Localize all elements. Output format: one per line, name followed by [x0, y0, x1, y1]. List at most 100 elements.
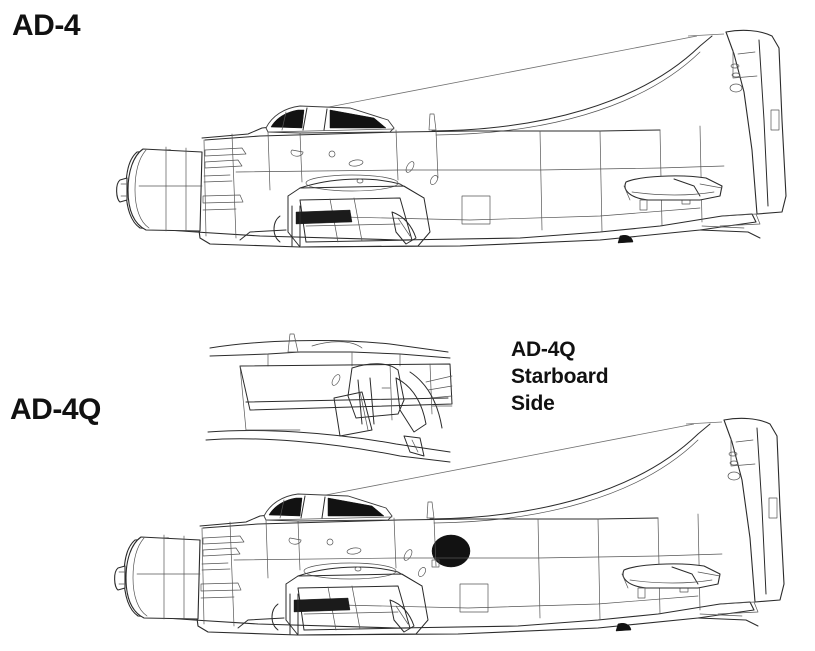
panel-line-c	[267, 131, 271, 191]
canopy-glazing-rear-q	[327, 497, 385, 517]
fin-light-q	[727, 471, 741, 481]
inset-panel-line-2	[389, 363, 393, 421]
main-gear-leg	[291, 205, 301, 247]
variant-label-ad4: AD-4	[12, 9, 81, 42]
variant-label-ad4q: AD-4Q	[10, 393, 101, 426]
cowling-lip	[134, 149, 150, 229]
ad4q-group	[114, 417, 785, 636]
inset-panel-inner	[245, 397, 449, 403]
panel-line-d	[299, 132, 303, 183]
fuel-dump-mast-q	[426, 501, 435, 519]
cowl-flap-4	[202, 208, 237, 211]
access-hatch-q-1	[459, 583, 489, 613]
panel-line-q-b	[229, 521, 235, 627]
panel-line-j	[699, 125, 703, 223]
main-gear-strut	[295, 209, 353, 225]
fin-rudder-hinge-q	[756, 427, 767, 595]
inset-fairing-bump	[311, 341, 363, 349]
inset-fuselage-panel	[239, 363, 453, 411]
wing-fairing-top-q	[303, 562, 397, 580]
canopy-rail-q	[265, 516, 393, 521]
hub-detail-q	[118, 571, 125, 585]
wing-root-upper-q	[297, 566, 423, 587]
ecm-radome	[431, 534, 471, 568]
step-hold-q	[288, 537, 302, 545]
inset-gear-door	[333, 391, 373, 437]
inset-brake-rib	[411, 439, 419, 453]
access-port-q-1	[326, 538, 334, 546]
arrestor-hook	[699, 229, 761, 239]
arrestor-hook-q	[697, 617, 759, 627]
cowling-q-lip	[132, 537, 148, 617]
wing-leading-edge-lower-q	[237, 617, 285, 629]
canopy-glazing-rear	[329, 109, 387, 129]
inset-pitot	[287, 333, 299, 353]
canopy-rail	[267, 128, 395, 133]
fuselage-upper-line-q	[202, 517, 659, 529]
inset-dive-brake-arm-2	[409, 371, 443, 429]
propeller-hub-q	[114, 565, 126, 591]
inset-dive-brake-arm-1	[395, 377, 427, 433]
fin-vent-q-1	[728, 451, 738, 457]
fin-panel-q-1	[735, 439, 754, 443]
panel-line-q-j	[697, 513, 701, 611]
inset-wing-upper	[209, 340, 449, 353]
stab-tip	[699, 183, 723, 189]
dorsal-fillet-inner-q	[433, 439, 699, 524]
wing-leading-edge-lower	[239, 229, 287, 241]
antenna-box-q	[431, 559, 440, 568]
gear-door-line-q-2	[351, 585, 361, 630]
wing-root-dot	[356, 178, 364, 184]
windscreen-frame	[281, 111, 287, 131]
canopy-frame-bow-q-2	[321, 496, 326, 519]
engine-cowling-q	[125, 536, 201, 620]
stab-tip-q	[697, 571, 721, 577]
stab-root-fairing-q	[621, 573, 629, 589]
main-gear-leg-q	[289, 593, 299, 635]
fin-vent-2	[731, 72, 741, 78]
longeron-line-q	[233, 553, 723, 561]
gear-bay-inner-q	[303, 611, 399, 615]
tail-cone	[719, 213, 761, 227]
exhaust-stub-2	[204, 159, 243, 169]
fin-rudder-hinge	[758, 39, 769, 207]
wing-fairing-top	[305, 174, 399, 192]
gear-tire	[273, 215, 281, 243]
access-port-q-4	[418, 567, 426, 577]
step-hold-1	[290, 149, 304, 157]
wing-root-upper	[299, 178, 425, 199]
panel-line-q-a	[201, 527, 205, 625]
fin-vent-1	[730, 63, 740, 69]
vertical-stabilizer	[725, 29, 787, 215]
rudder-trim-tab	[770, 109, 780, 131]
exhaust-stub-q-2	[202, 547, 241, 557]
panel-line-q-h	[597, 518, 601, 621]
inset-wing-lower-1	[207, 430, 451, 453]
stab-access	[639, 199, 648, 211]
canopy-frame-bow-q-1	[300, 495, 306, 519]
panel-line-h	[599, 130, 603, 233]
panel-line-e	[395, 129, 399, 181]
longeron-line	[235, 165, 725, 173]
access-port-q-3	[403, 549, 413, 561]
rudder-trim-tab-q	[768, 497, 778, 519]
access-port-2	[348, 159, 364, 167]
fin-panel-line-2	[732, 49, 758, 79]
cowl-flap-2	[203, 180, 233, 183]
gear-door-line-2	[353, 197, 363, 242]
inset-gear-bay	[347, 363, 405, 419]
inset-panel-line-3	[429, 363, 433, 415]
fin-panel-q-2	[730, 437, 756, 467]
dive-brake-q	[389, 599, 415, 633]
lower-longeron	[299, 207, 701, 221]
wing-root-dot-q	[354, 566, 362, 572]
cowl-flap-q-4	[200, 596, 235, 599]
access-port-1	[328, 150, 336, 158]
canopy-glazing-front-q	[268, 497, 303, 517]
cowl-flap-q-1	[201, 562, 229, 565]
canopy-frame-bow-2	[323, 108, 328, 131]
tailwheel	[617, 235, 634, 244]
